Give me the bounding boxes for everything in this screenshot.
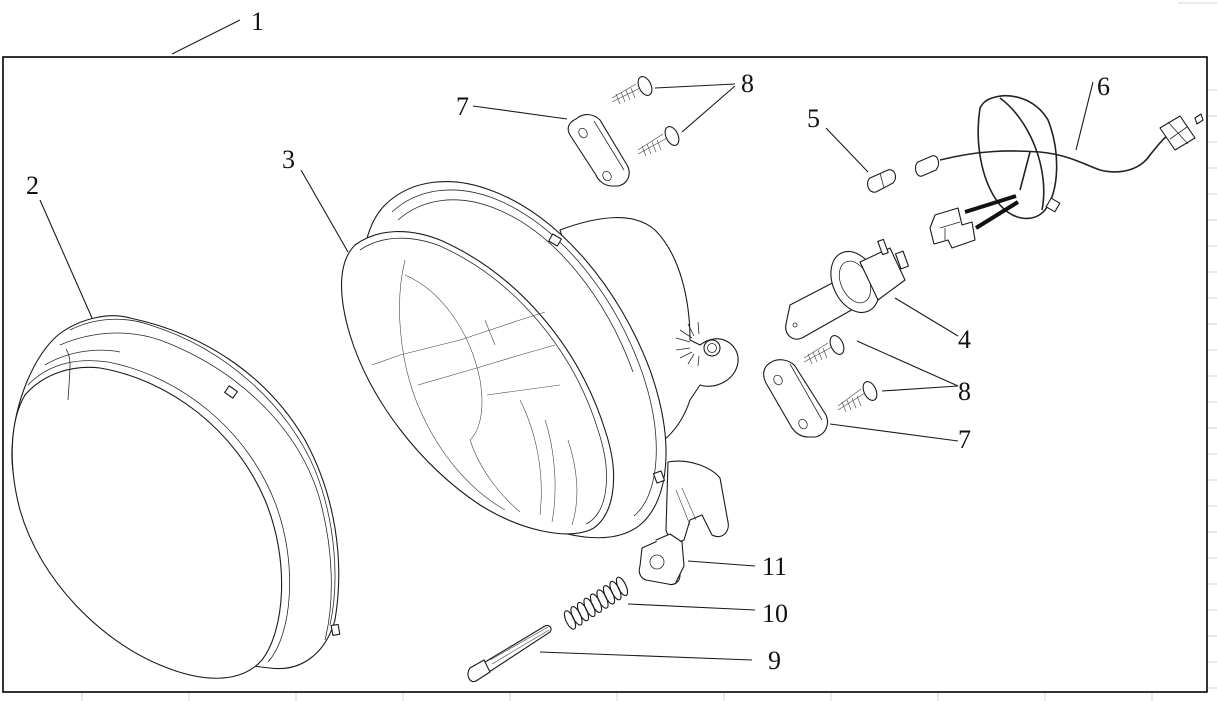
- headlight-bulb-part[interactable]: [785, 238, 910, 340]
- mounting-bracket-upper[interactable]: [567, 114, 630, 187]
- leader-8-lower-2: [881, 385, 959, 392]
- screw-lower-2[interactable]: [837, 379, 880, 413]
- spring-part[interactable]: [562, 576, 630, 631]
- callout-5: 5: [807, 104, 820, 133]
- leader-6: [1075, 81, 1094, 151]
- leader-9: [539, 651, 753, 661]
- callout-1: 1: [251, 7, 264, 36]
- leader-3: [300, 169, 349, 253]
- assembly-frame: [2, 56, 1208, 693]
- mounting-bracket-lower[interactable]: [763, 359, 829, 438]
- spring-coil: [596, 589, 609, 609]
- callout-2: 2: [26, 171, 39, 200]
- callout-6: 6: [1097, 72, 1110, 101]
- screw-lower-1[interactable]: [803, 333, 847, 365]
- callout-7-upper: 7: [456, 92, 469, 121]
- leader-8-upper-2: [681, 85, 736, 133]
- callout-7-lower: 7: [958, 425, 971, 454]
- spring-coil: [563, 610, 577, 630]
- sheet-grid: [81, 2, 1217, 701]
- leader-5: [825, 127, 869, 173]
- leader-2: [39, 199, 93, 319]
- spring-coil: [615, 576, 629, 597]
- spring-coil: [576, 601, 590, 622]
- leader-8-lower-1: [856, 340, 959, 387]
- callout-8-upper: 8: [741, 69, 754, 98]
- callout-10: 10: [762, 599, 788, 628]
- screw-upper-2[interactable]: [637, 124, 682, 157]
- leader-lines: [39, 19, 1094, 661]
- callout-9: 9: [768, 646, 781, 675]
- leader-8-upper-1: [654, 83, 736, 89]
- screw-upper-1[interactable]: [611, 74, 655, 105]
- leader-4: [894, 297, 959, 337]
- leader-10: [627, 603, 756, 611]
- lens-part[interactable]: [11, 315, 341, 679]
- leader-7-upper: [472, 105, 568, 120]
- spring-coil: [609, 580, 622, 601]
- leader-11: [687, 560, 756, 567]
- spring-coil: [602, 585, 616, 605]
- callout-labels: 1 2 3 4 5 6 7 8 8 7 11 10 9: [26, 7, 1110, 675]
- spring-coil: [570, 606, 583, 626]
- position-bulb-part[interactable]: [867, 169, 897, 193]
- adjusting-screw-part[interactable]: [467, 624, 552, 683]
- wiring-harness-part[interactable]: [914, 95, 1204, 249]
- spring-coil: [589, 593, 603, 613]
- reflector-housing-part[interactable]: [341, 181, 739, 543]
- callout-11: 11: [762, 552, 787, 581]
- callout-3: 3: [282, 145, 295, 174]
- spring-coil: [583, 597, 596, 618]
- leader-7-lower: [829, 423, 959, 442]
- callout-4: 4: [958, 325, 971, 354]
- adjuster-wheel: [675, 321, 721, 367]
- nut-clip-part[interactable]: [638, 533, 685, 586]
- callout-8-lower: 8: [958, 377, 971, 406]
- leader-1: [171, 19, 241, 55]
